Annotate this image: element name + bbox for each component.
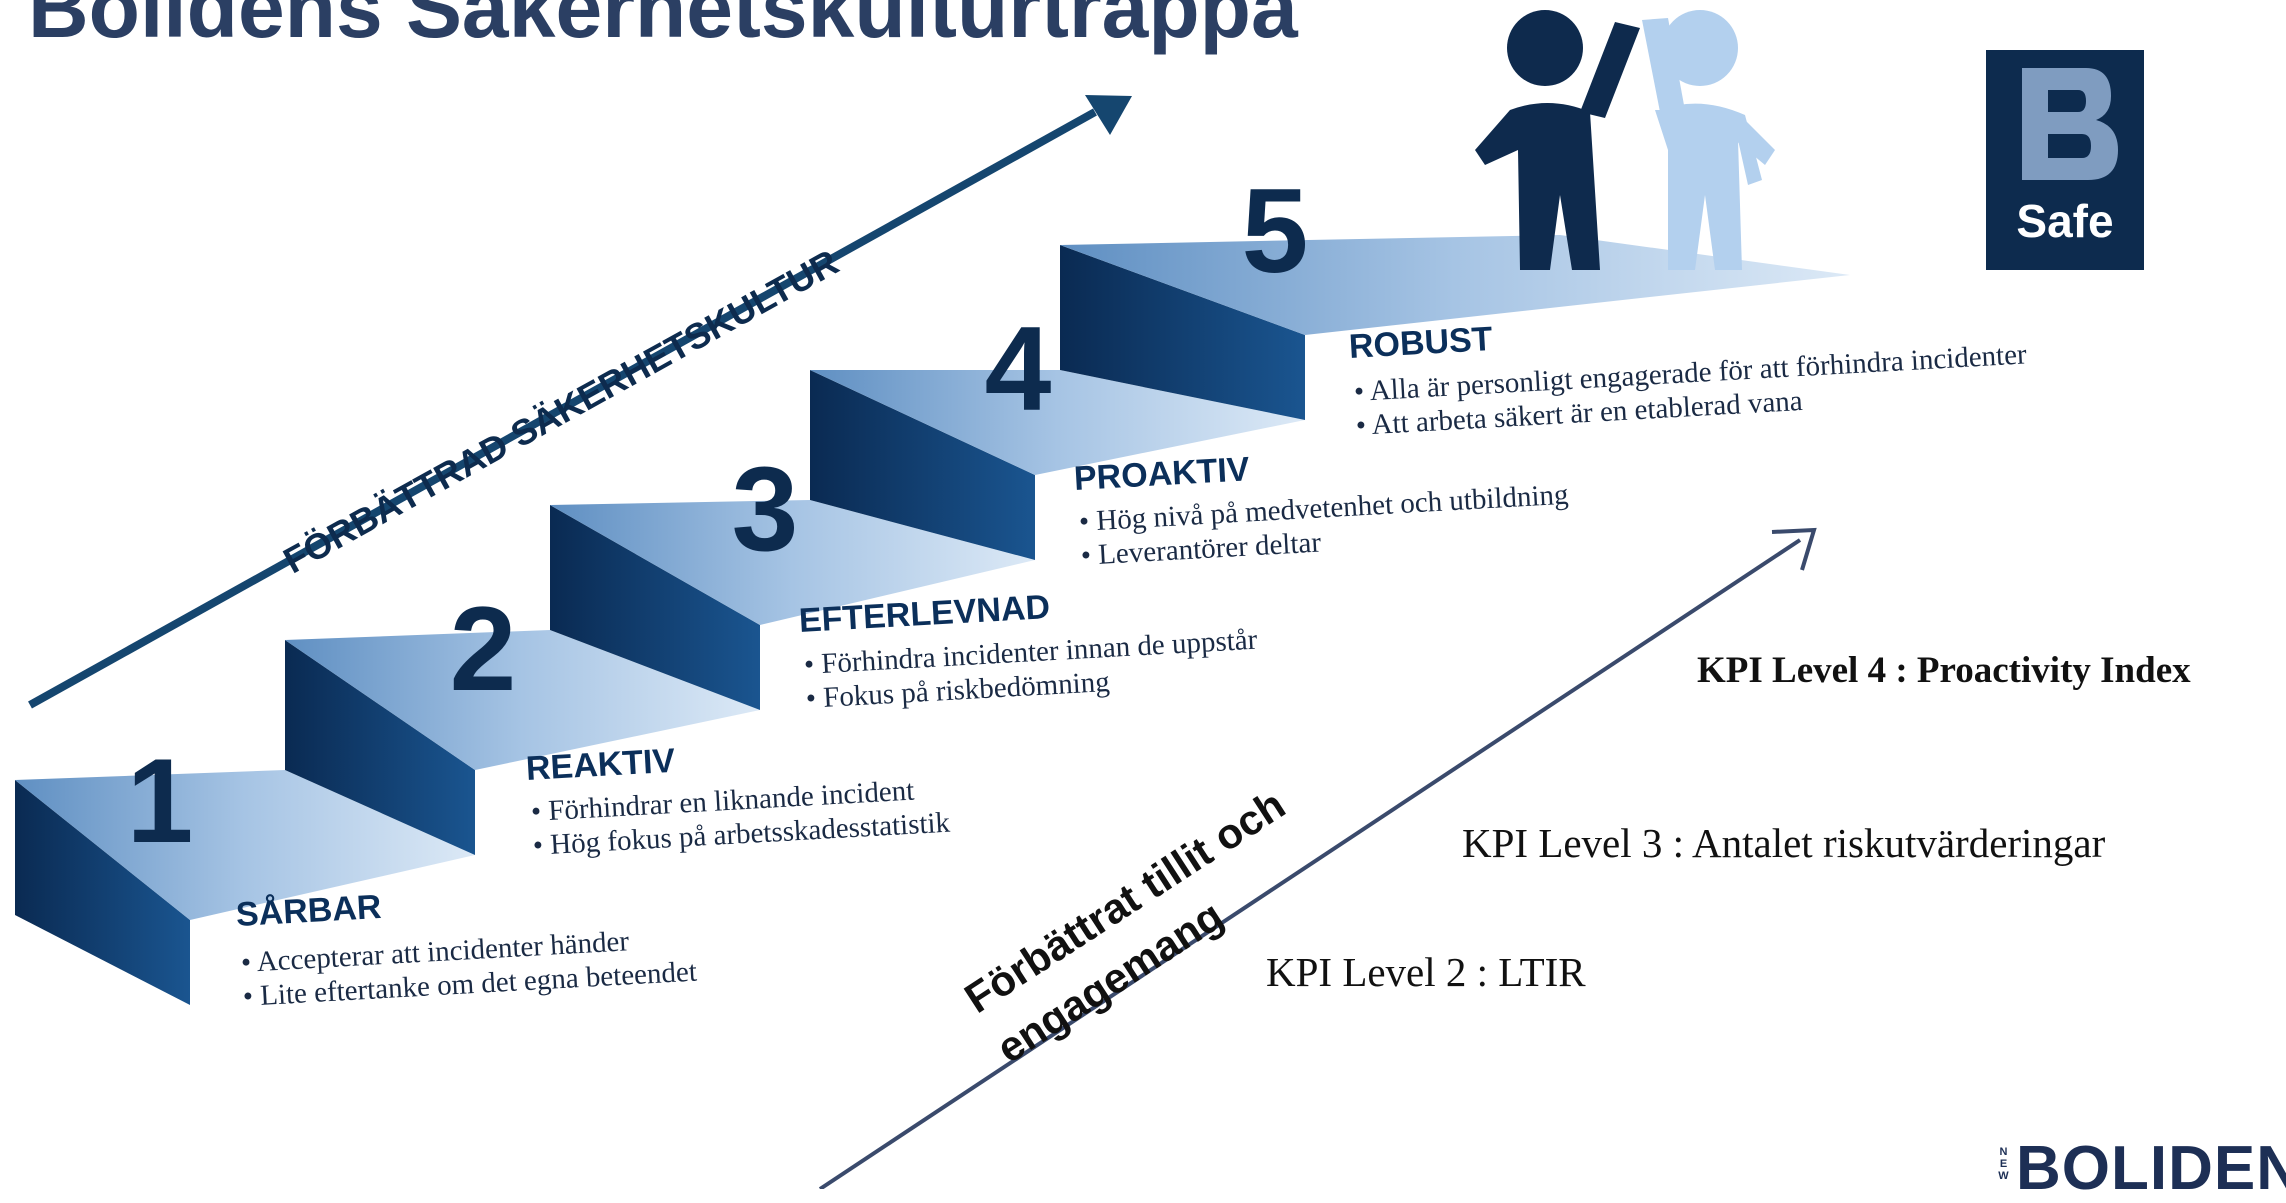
bsafe-b-icon xyxy=(2022,68,2118,180)
boliden-wordmark: BOLIDEN xyxy=(2016,1134,2286,1203)
kpi-level-3: KPI Level 3 : Antalet riskutvärderingar xyxy=(1462,820,2106,866)
trust-arrow-line xyxy=(818,538,1802,1189)
step-number-1: 1 xyxy=(127,734,194,868)
culture-arrow-head xyxy=(1085,95,1132,135)
bsafe-label: Safe xyxy=(2016,195,2114,247)
boliden-new-tag: NEW xyxy=(1998,1146,2010,1182)
step-4-block xyxy=(810,370,1305,560)
step-2-name: REAKTIV xyxy=(524,741,677,788)
step-1-block xyxy=(15,770,475,1005)
kpi-level-2: KPI Level 2 : LTIR xyxy=(1266,949,1586,995)
step-number-4: 4 xyxy=(985,302,1052,436)
step-4-name: PROAKTIV xyxy=(1072,450,1251,498)
step-number-5: 5 xyxy=(1242,164,1309,298)
step-1-name: SÅRBAR xyxy=(234,887,383,934)
page-title: Bolidens Säkerhetskulturtrappa xyxy=(28,0,1298,55)
kpi-level-4: KPI Level 4 : Proactivity Index xyxy=(1697,650,2191,691)
bsafe-logo: Safe xyxy=(1986,50,2144,270)
step-3-block xyxy=(550,500,1035,710)
step-2-block xyxy=(285,630,760,855)
culture-arrow-line xyxy=(28,108,1097,709)
step-5-block xyxy=(1060,235,1850,420)
high-five-figures-icon xyxy=(1475,10,1775,270)
boliden-logo: NEW BOLIDEN xyxy=(1998,1138,2286,1200)
step-number-3: 3 xyxy=(732,442,799,576)
step-5-name: ROBUST xyxy=(1347,320,1494,366)
trust-arrow-head xyxy=(1771,527,1817,571)
step-number-2: 2 xyxy=(450,582,517,716)
